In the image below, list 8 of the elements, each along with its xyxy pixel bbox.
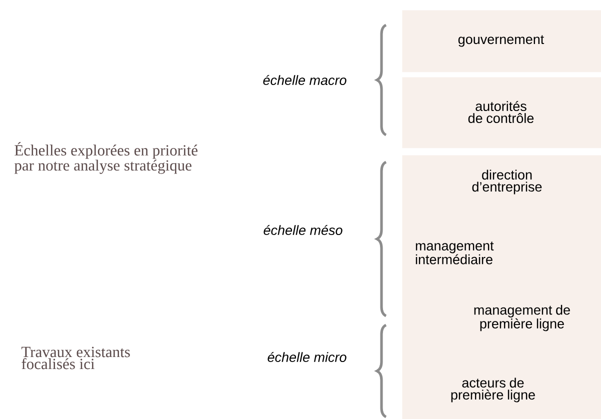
scale-label: échelle méso: [264, 224, 342, 236]
level-box: gouvernement: [402, 10, 601, 72]
scale-label: échelle micro: [268, 352, 346, 362]
side-note: Travaux existants focalisés ici: [22, 346, 130, 370]
level-box: direction d’entreprise management intermédiaire management de première ligne acteurs de première ligne: [402, 155, 601, 419]
side-note: Échelles explorées en priorité par notre analyse stratégique: [14, 142, 198, 174]
scale-label: échelle macro: [263, 74, 346, 86]
level-box: autorités de contrôle: [402, 77, 601, 148]
